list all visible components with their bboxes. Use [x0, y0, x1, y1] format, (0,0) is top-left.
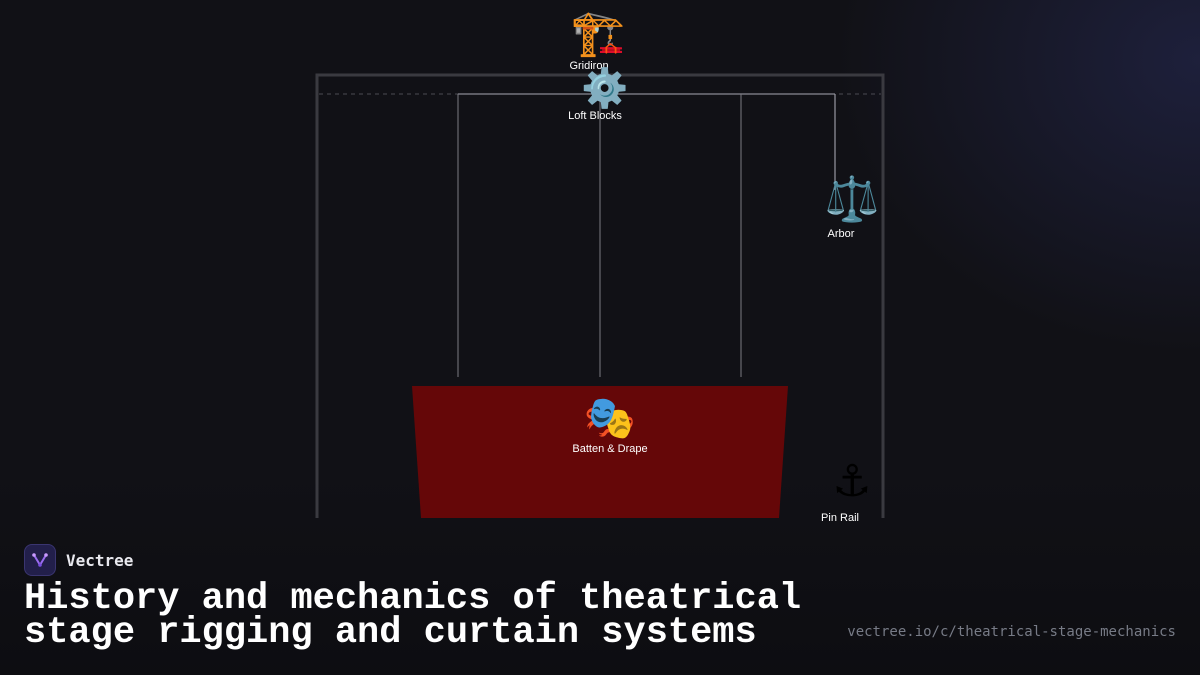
anchor-icon: ⚓	[832, 457, 872, 506]
construction-crane-icon: 🏗️	[570, 9, 626, 58]
node-gridiron: 🏗️ Gridiron	[557, 9, 637, 73]
vectree-logo-icon	[24, 544, 56, 576]
node-batten-drape: 🎭 Batten & Drape	[560, 394, 660, 456]
node-arbor: ⚖️ Arbor	[812, 175, 892, 241]
brand: Vectree	[24, 544, 133, 576]
node-label-gridiron: Gridiron	[569, 60, 609, 72]
stage-frame	[315, 73, 885, 518]
node-label-batten-drape: Batten & Drape	[572, 443, 648, 455]
node-label-arbor: Arbor	[827, 228, 855, 240]
balance-scale-icon: ⚖️	[824, 175, 880, 224]
source-url: vectree.io/c/theatrical-stage-mechanics	[847, 624, 1176, 640]
theater-masks-icon: 🎭	[583, 394, 637, 441]
node-label-pin-rail: Pin Rail	[821, 512, 859, 524]
drape	[412, 386, 788, 518]
node-pin-rail: ⚓ Pin Rail	[814, 457, 890, 525]
gear-icon: ⚙️	[581, 68, 629, 110]
brand-name: Vectree	[66, 550, 134, 570]
node-label-loft-blocks: Loft Blocks	[568, 110, 622, 122]
page-title: History and mechanics of theatrical stag…	[24, 578, 802, 654]
node-loft-blocks: ⚙️ Loft Blocks	[560, 70, 650, 122]
